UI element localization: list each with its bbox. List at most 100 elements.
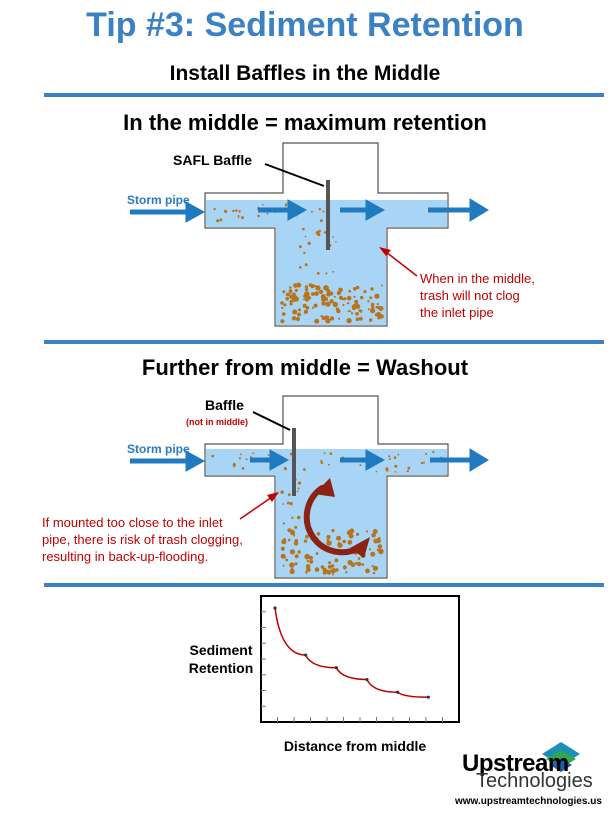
- sediment-particle: [241, 216, 244, 220]
- sediment-particle: [287, 538, 291, 542]
- sediment-particle: [326, 291, 331, 297]
- storm-pipe-label-1: Storm pipe: [127, 193, 190, 207]
- sediment-particle: [287, 528, 292, 533]
- sediment-particle: [287, 493, 291, 497]
- sediment-particle: [371, 305, 375, 309]
- sediment-particle: [241, 467, 245, 470]
- sediment-particle: [367, 308, 370, 311]
- sediment-particle: [321, 296, 326, 302]
- sediment-particle: [289, 299, 293, 304]
- sediment-particle: [356, 561, 362, 567]
- sediment-particle: [293, 534, 296, 537]
- sediment-particle: [320, 314, 323, 318]
- sediment-particle: [316, 532, 321, 536]
- sediment-particle: [319, 219, 323, 223]
- flow-arrow: [130, 450, 206, 472]
- sediment-particle: [280, 301, 284, 305]
- sediment-particle: [394, 470, 397, 473]
- chart-xlabel: Distance from middle: [283, 738, 427, 754]
- sediment-particle: [425, 452, 428, 455]
- sediment-particle: [289, 502, 293, 506]
- sediment-particle: [380, 284, 383, 287]
- water-1: [206, 200, 447, 325]
- note-middle: When in the middle, trash will not clog …: [420, 271, 535, 320]
- sediment-particle: [220, 219, 222, 222]
- sediment-particle: [280, 319, 285, 324]
- sediment-particle: [346, 302, 350, 305]
- swirl-arrowhead: [314, 478, 335, 497]
- sediment-particle: [379, 308, 383, 311]
- sediment-particle: [294, 554, 299, 559]
- sediment-particle: [289, 452, 293, 456]
- baffle-label: Baffle: [205, 397, 244, 413]
- sediment-particle: [289, 562, 295, 568]
- sediment-particle: [375, 305, 379, 309]
- sediment-particle: [356, 285, 360, 290]
- baffle-pointer-1: [264, 163, 325, 187]
- data-point: [273, 606, 277, 610]
- sediment-2: [211, 450, 443, 576]
- sediment-particle: [303, 309, 309, 314]
- sediment-particle: [280, 490, 284, 494]
- sediment-particle: [262, 203, 264, 206]
- sediment-particle: [282, 290, 286, 294]
- sediment-particle: [347, 539, 353, 545]
- sediment-particle: [309, 555, 313, 560]
- sediment-particle: [375, 311, 382, 318]
- sediment-particle: [280, 553, 286, 559]
- sediment-particle: [309, 559, 314, 564]
- sediment-particle: [320, 461, 324, 465]
- sediment-particle: [233, 465, 236, 468]
- baffle-sublabel: (not in middle): [186, 417, 248, 427]
- flow-arrow: [430, 448, 489, 472]
- sediment-particle: [376, 302, 379, 306]
- sediment-particle: [320, 459, 323, 462]
- sediment-particle: [336, 290, 341, 296]
- sediment-particle: [363, 290, 367, 294]
- flow-arrow: [250, 449, 290, 471]
- sediment-particle: [347, 310, 350, 313]
- sediment-particle: [329, 541, 332, 544]
- sediment-particle: [374, 293, 380, 299]
- sediment-particle: [289, 291, 292, 294]
- sediment-particle: [232, 209, 235, 213]
- sediment-particle: [314, 567, 320, 572]
- note-pointer-2: [239, 492, 279, 520]
- brand-name: Upstream: [462, 750, 569, 777]
- sediment-particle: [372, 571, 376, 575]
- sediment-particle: [285, 292, 290, 297]
- sediment-particle: [332, 301, 338, 308]
- sediment-particle: [257, 214, 260, 218]
- sediment-particle: [326, 538, 330, 542]
- sediment-particle: [306, 559, 309, 563]
- sediment-particle: [423, 461, 425, 464]
- data-point: [365, 677, 369, 682]
- sediment-particle: [314, 284, 317, 288]
- sediment-particle: [326, 288, 331, 293]
- sediment-particle: [303, 298, 306, 301]
- sediment-particle: [293, 295, 297, 299]
- sediment-particle: [311, 292, 315, 296]
- sediment-particle: [282, 564, 285, 567]
- sediment-particle: [281, 312, 286, 316]
- sediment-particle: [372, 529, 378, 534]
- sediment-particle: [216, 219, 220, 223]
- sediment-particle: [369, 318, 373, 322]
- sediment-particle: [281, 306, 284, 310]
- sediment-particle: [336, 308, 341, 314]
- sediment-particle: [283, 467, 287, 471]
- sediment-particle: [289, 294, 293, 299]
- brand-url: www.upstreamtechnologies.us: [455, 796, 602, 807]
- sediment-particle: [282, 522, 285, 525]
- sediment-particle: [281, 539, 287, 545]
- sediment-particle: [311, 306, 315, 309]
- sediment-particle: [294, 539, 299, 543]
- sediment-particle: [334, 558, 339, 563]
- sediment-particle: [289, 568, 295, 575]
- sediment-particle: [355, 312, 359, 316]
- sediment-particle: [342, 539, 347, 544]
- sediment-particle: [354, 562, 358, 565]
- sediment-particle: [371, 533, 376, 538]
- sediment-particle: [302, 227, 305, 231]
